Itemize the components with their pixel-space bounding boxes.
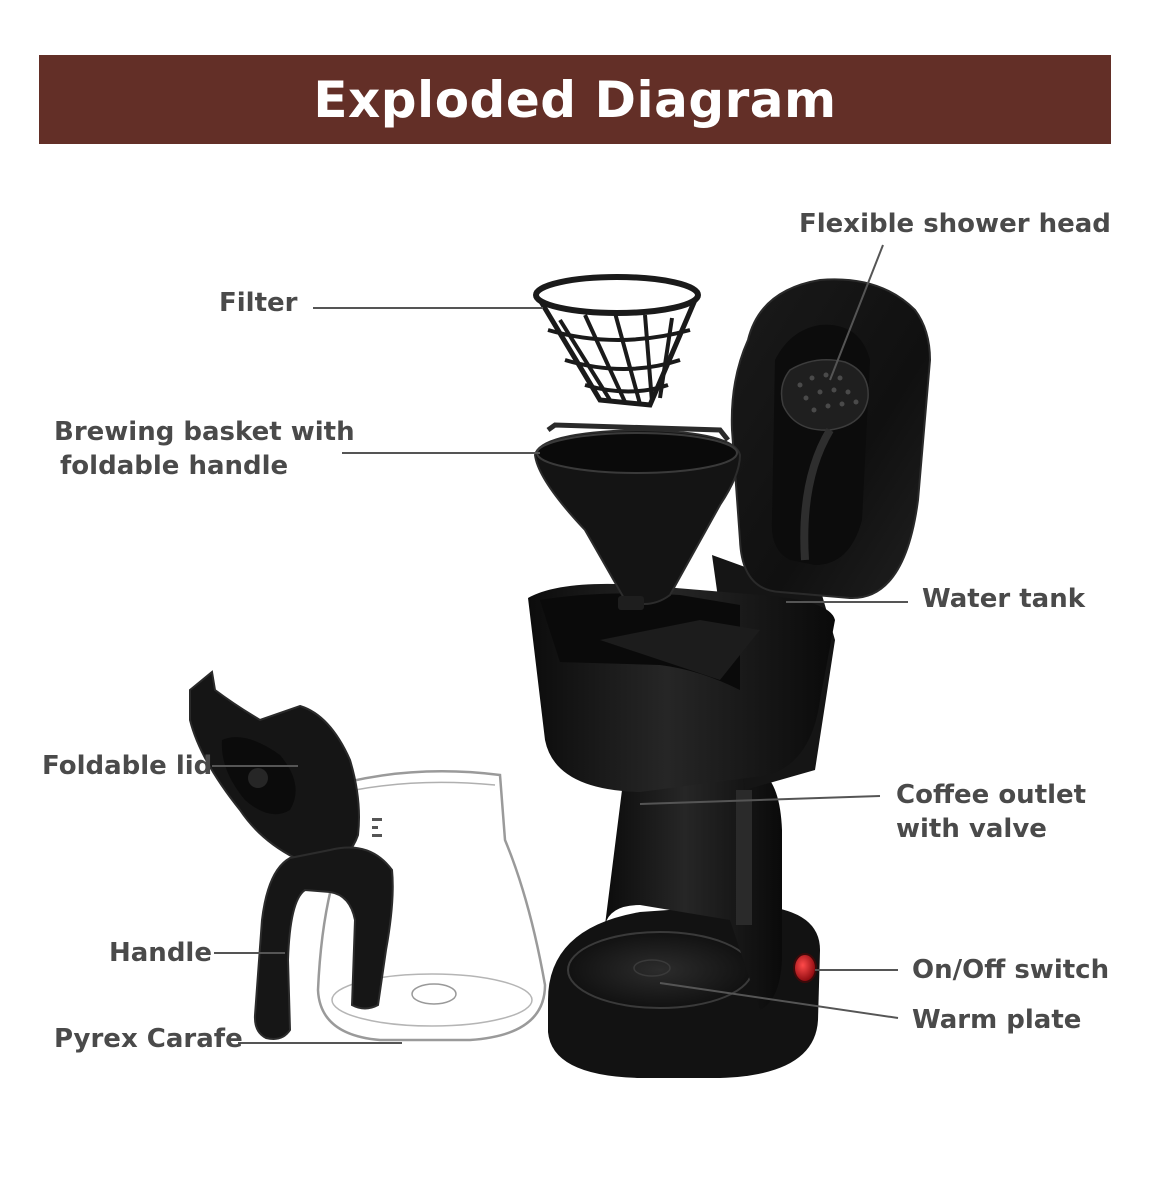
label-water-tank: Water tank — [922, 584, 1086, 614]
filter-mesh — [533, 274, 701, 408]
page-title: Exploded Diagram — [313, 70, 837, 129]
label-foldable-lid: Foldable lid — [42, 751, 213, 781]
title-banner: Exploded Diagram — [39, 55, 1111, 144]
warm-plate-disc — [567, 931, 753, 1009]
label-on-off-switch: On/Off switch — [912, 955, 1110, 985]
carafe-handle — [253, 846, 394, 1040]
label-coffee-outlet-line2: with valve — [896, 814, 1047, 844]
label-handle: Handle — [109, 938, 212, 968]
label-brewing-basket-line2: foldable handle — [60, 451, 289, 481]
leader-lines — [212, 244, 908, 1044]
label-flexible-shower-head: Flexible shower head — [799, 209, 1111, 239]
label-filter: Filter — [219, 288, 298, 318]
label-pyrex-carafe: Pyrex Carafe — [54, 1024, 243, 1054]
shower-head — [780, 359, 869, 431]
leader-line-warm-plate — [659, 982, 899, 1019]
label-coffee-outlet-line1: Coffee outlet — [896, 780, 1087, 810]
glass-carafe — [316, 770, 547, 1042]
leader-line-coffee-outlet — [639, 795, 881, 805]
label-brewing-basket-line1: Brewing basket with — [54, 417, 355, 447]
on-off-switch-light — [793, 953, 817, 983]
leader-line-shower-head — [829, 244, 884, 381]
label-warm-plate: Warm plate — [912, 1005, 1082, 1035]
brewing-basket — [533, 428, 742, 605]
